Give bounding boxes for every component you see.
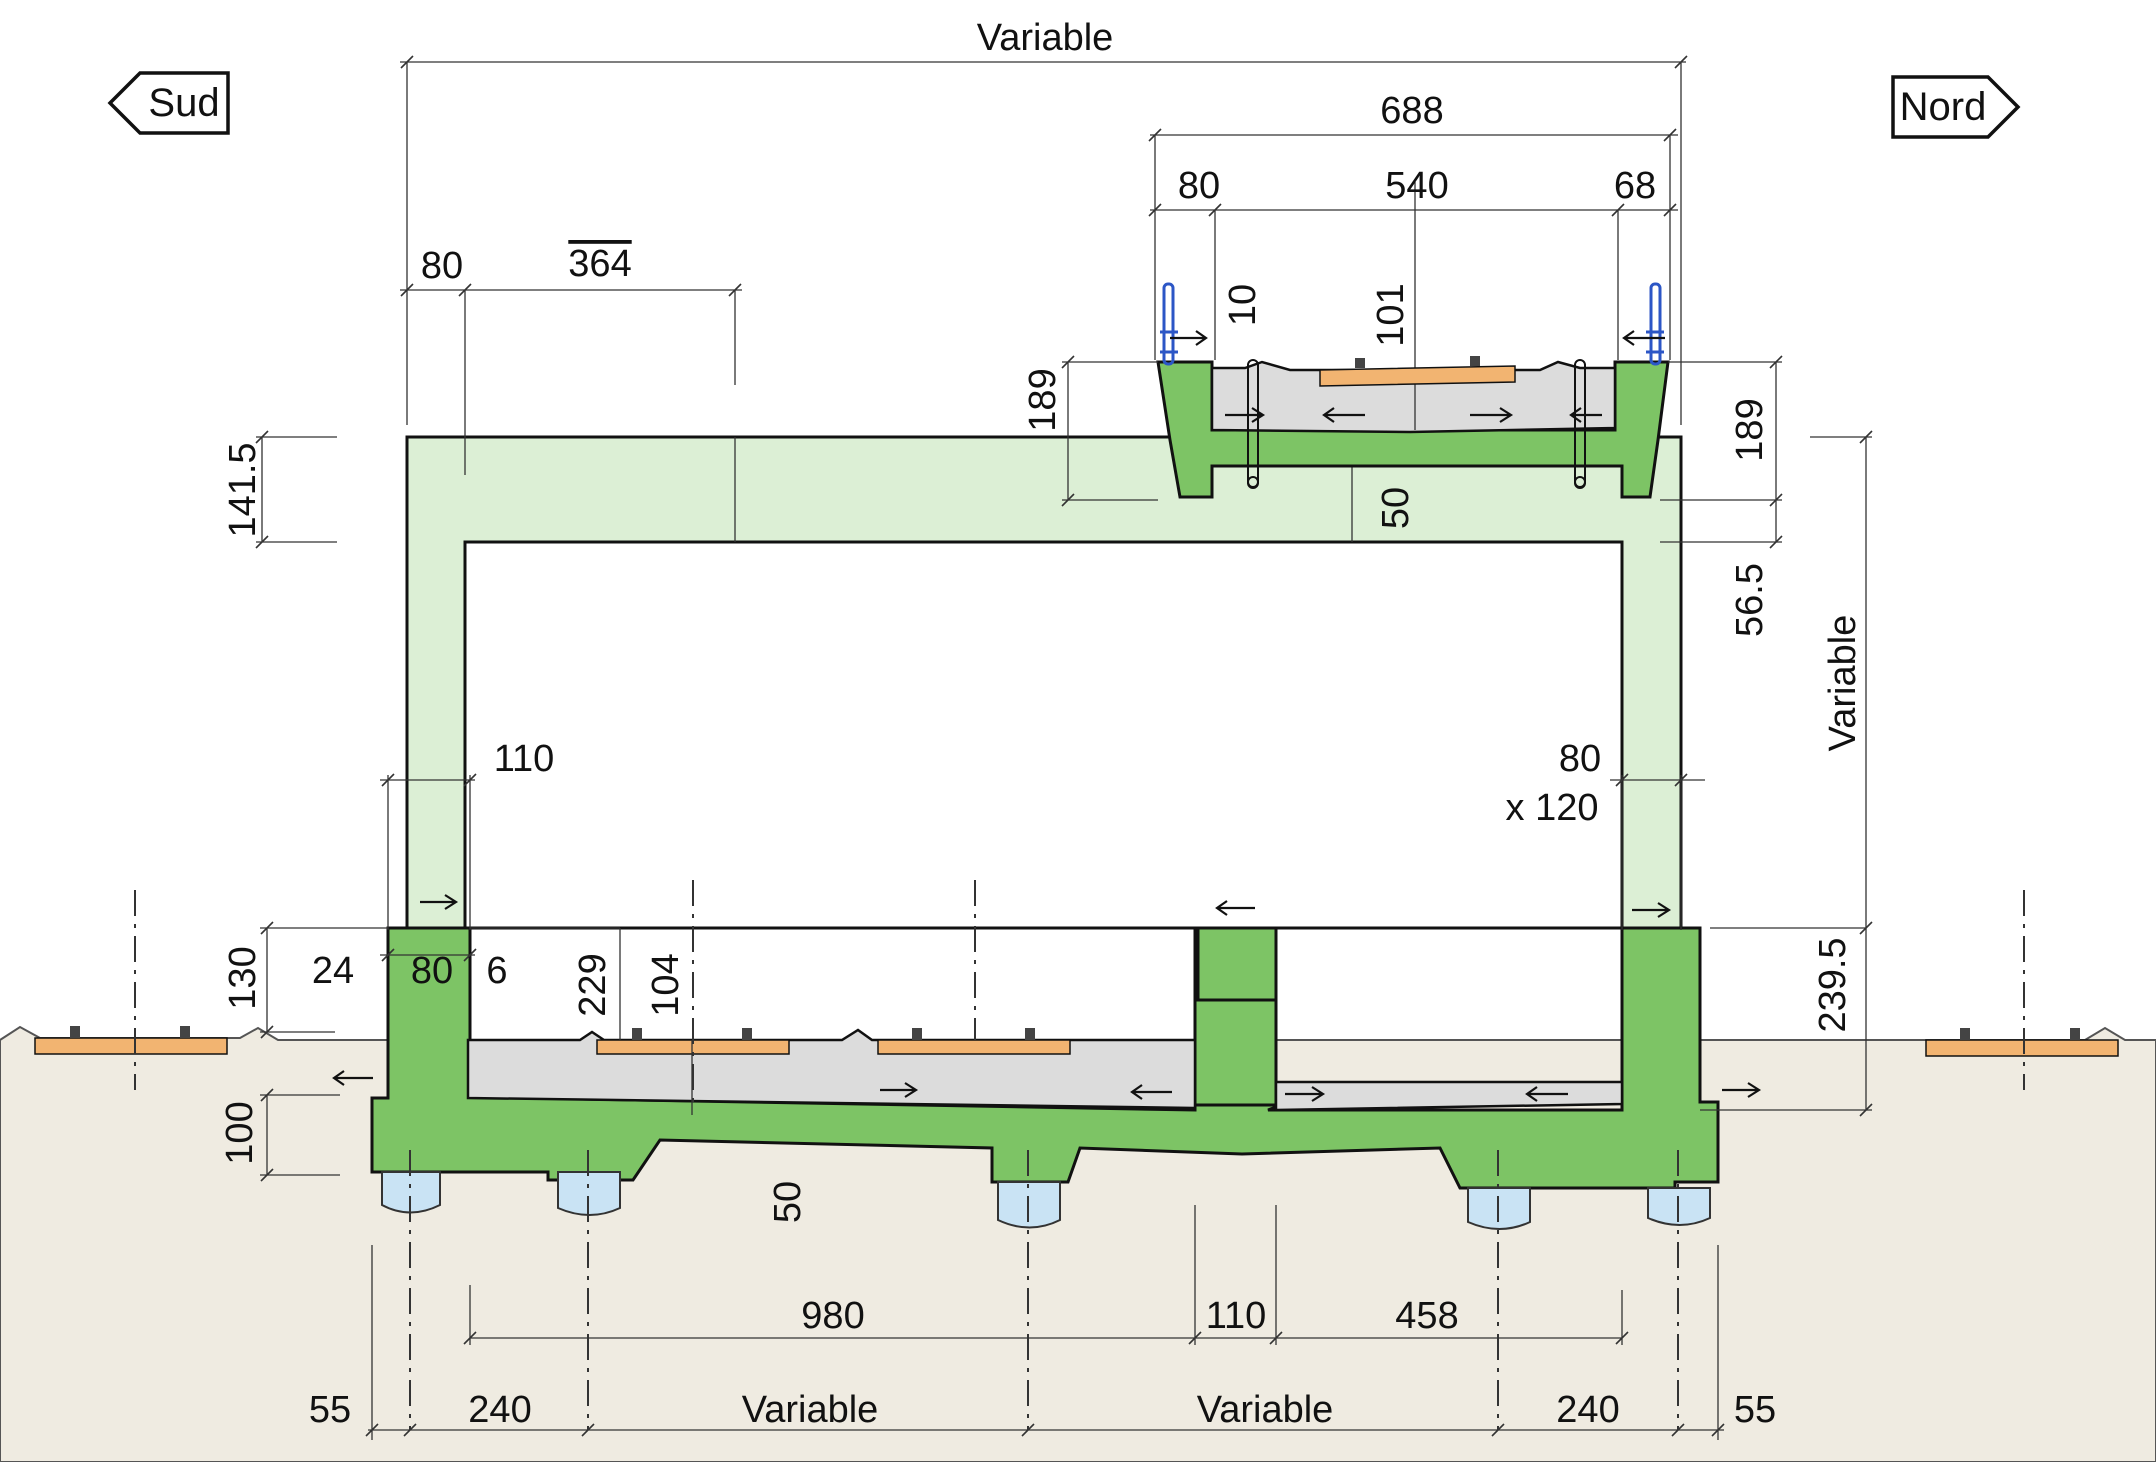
- sud-badge: Sud: [107, 71, 230, 135]
- outside-sleeper-right: [1925, 1028, 2119, 1057]
- nord-label: Nord: [1900, 85, 1987, 129]
- dim-364: 364: [568, 243, 631, 285]
- ballast-right-lower: [1274, 1080, 1624, 1112]
- dim-104: 104: [645, 953, 687, 1016]
- dim-base-80: 80: [411, 950, 453, 992]
- dim-110: 110: [494, 738, 555, 780]
- dim-688: 688: [1380, 90, 1443, 132]
- dim-101: 101: [1370, 283, 1412, 346]
- sud-label: Sud: [148, 81, 219, 125]
- railing-right: [1646, 282, 1664, 366]
- flow-arrows: [332, 330, 1762, 1102]
- dim-bottom-50: 50: [767, 1181, 809, 1223]
- dim-left-wall-80: 80: [421, 245, 463, 287]
- ballast-left-lower: [466, 1028, 1197, 1110]
- dimension-labels: Variable 688 80 540 68 80 364 189 189 14…: [219, 17, 1864, 1431]
- dim-240-right: 240: [1556, 1389, 1619, 1431]
- drain-pipe-left: [1247, 359, 1259, 489]
- dim-span-110: 110: [1206, 1295, 1267, 1337]
- dimension-ticks: [255, 55, 1873, 1437]
- outside-sleeper-left: [34, 1026, 228, 1055]
- dim-100: 100: [219, 1101, 261, 1164]
- centre-pier-top: [1196, 926, 1278, 1002]
- nord-badge: Nord: [1891, 75, 2021, 139]
- dim-right-variable: Variable: [1822, 615, 1864, 752]
- dim-130: 130: [222, 946, 264, 1009]
- dim-189-left: 189: [1022, 368, 1064, 431]
- drain-pipe-right: [1574, 359, 1586, 489]
- dim-189-right: 189: [1729, 398, 1771, 461]
- dim-55-left: 55: [309, 1389, 351, 1431]
- dim-deck-50: 50: [1375, 487, 1417, 529]
- dim-2395: 239.5: [1812, 937, 1854, 1032]
- dim-240-left: 240: [468, 1389, 531, 1431]
- frame-light-green: [405, 435, 1683, 930]
- dim-x120: x 120: [1506, 787, 1599, 829]
- upper-sleeper: [1319, 356, 1516, 387]
- dim-565: 56.5: [1729, 563, 1771, 637]
- railing-left: [1160, 282, 1178, 366]
- dim-top-overall: Variable: [977, 17, 1114, 59]
- axis-lines: [134, 880, 2025, 1430]
- dim-1415: 141.5: [222, 442, 264, 537]
- dim-variable-right: Variable: [1197, 1389, 1334, 1431]
- dim-6: 6: [486, 950, 507, 992]
- dim-variable-left: Variable: [742, 1389, 879, 1431]
- dim-corner-80: 80: [1559, 738, 1601, 780]
- dim-540: 540: [1385, 165, 1448, 207]
- dim-229: 229: [572, 953, 614, 1016]
- dim-24: 24: [312, 950, 354, 992]
- dim-10: 10: [1222, 284, 1264, 326]
- dim-980: 980: [801, 1295, 864, 1337]
- dimension-lines: [256, 61, 1872, 1440]
- dim-55-right: 55: [1734, 1389, 1776, 1431]
- dim-upper-left-80: 80: [1178, 165, 1220, 207]
- dim-458: 458: [1395, 1295, 1458, 1337]
- dim-68: 68: [1614, 165, 1656, 207]
